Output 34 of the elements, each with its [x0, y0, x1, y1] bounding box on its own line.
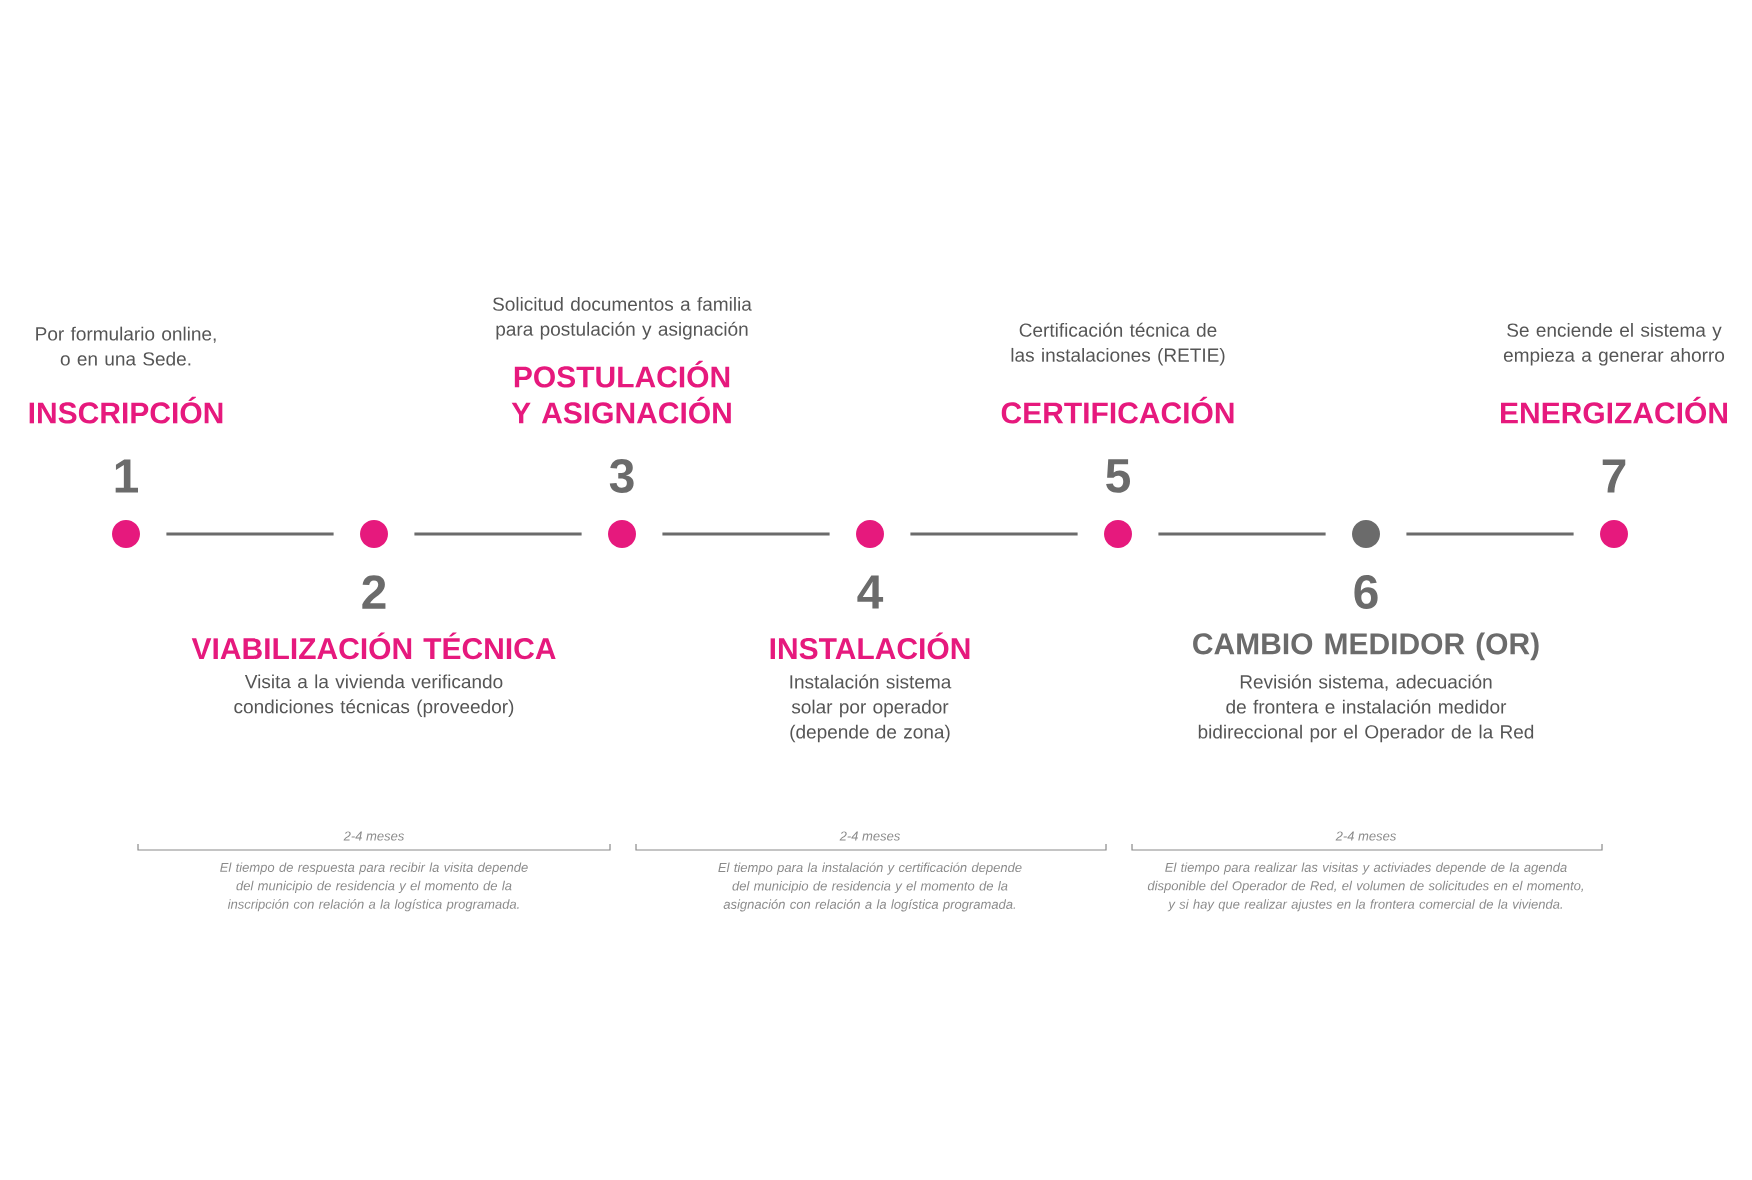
step-title: POSTULACIÓN Y ASIGNACIÓN: [511, 360, 731, 424]
step-dot: [360, 520, 388, 548]
connector-line: [166, 532, 334, 536]
step-number: 7: [1602, 459, 1626, 493]
step-number: 4: [857, 575, 884, 609]
step-description: Se enciende el sistema y empieza a generar ahorro: [1503, 322, 1725, 366]
step-dot: [608, 520, 636, 548]
step-number: 3: [609, 459, 634, 494]
connector-line: [1406, 532, 1574, 536]
step-description: Solicitud documentos a familia para postulación y asignación: [493, 296, 752, 340]
step-number: 5: [1106, 459, 1130, 493]
step-number: 6: [1354, 575, 1378, 609]
connector-line: [1158, 532, 1326, 536]
step-title: VIABILIZACIÓN TÉCNICA: [191, 632, 556, 660]
step-title: CERTIFICACIÓN: [1001, 396, 1234, 424]
step-title: INSCRIPCIÓN: [29, 396, 223, 424]
step-description: Por formulario online, o en una Sede.: [36, 326, 216, 366]
step-description: Visita a la vivienda verificando condiciones técnicas (proveedor): [234, 674, 514, 718]
connector-line: [414, 532, 582, 536]
step-dot: [1600, 520, 1628, 548]
step-number: 1: [115, 459, 138, 493]
step-description: Revisión sistema, adecuación de frontera e instalación medidor bidireccional por el Operador de la Red: [1198, 674, 1534, 743]
connector-line: [910, 532, 1078, 536]
step-number: 2: [362, 575, 386, 609]
step-title: INSTALACIÓN: [770, 632, 970, 660]
step-dot: [856, 520, 884, 548]
step-dot: [112, 520, 140, 548]
step-dot: [1352, 520, 1380, 548]
step-dot: [1104, 520, 1132, 548]
step-description: Instalación sistema solar por operador (depende de zona): [790, 674, 952, 743]
step-description: Certificación técnica de las instalaciones (RETIE): [1011, 322, 1225, 366]
connector-line: [662, 532, 830, 536]
step-title: CAMBIO MEDIDOR (OR): [1193, 632, 1539, 661]
step-title: ENERGIZACIÓN: [1501, 396, 1727, 424]
